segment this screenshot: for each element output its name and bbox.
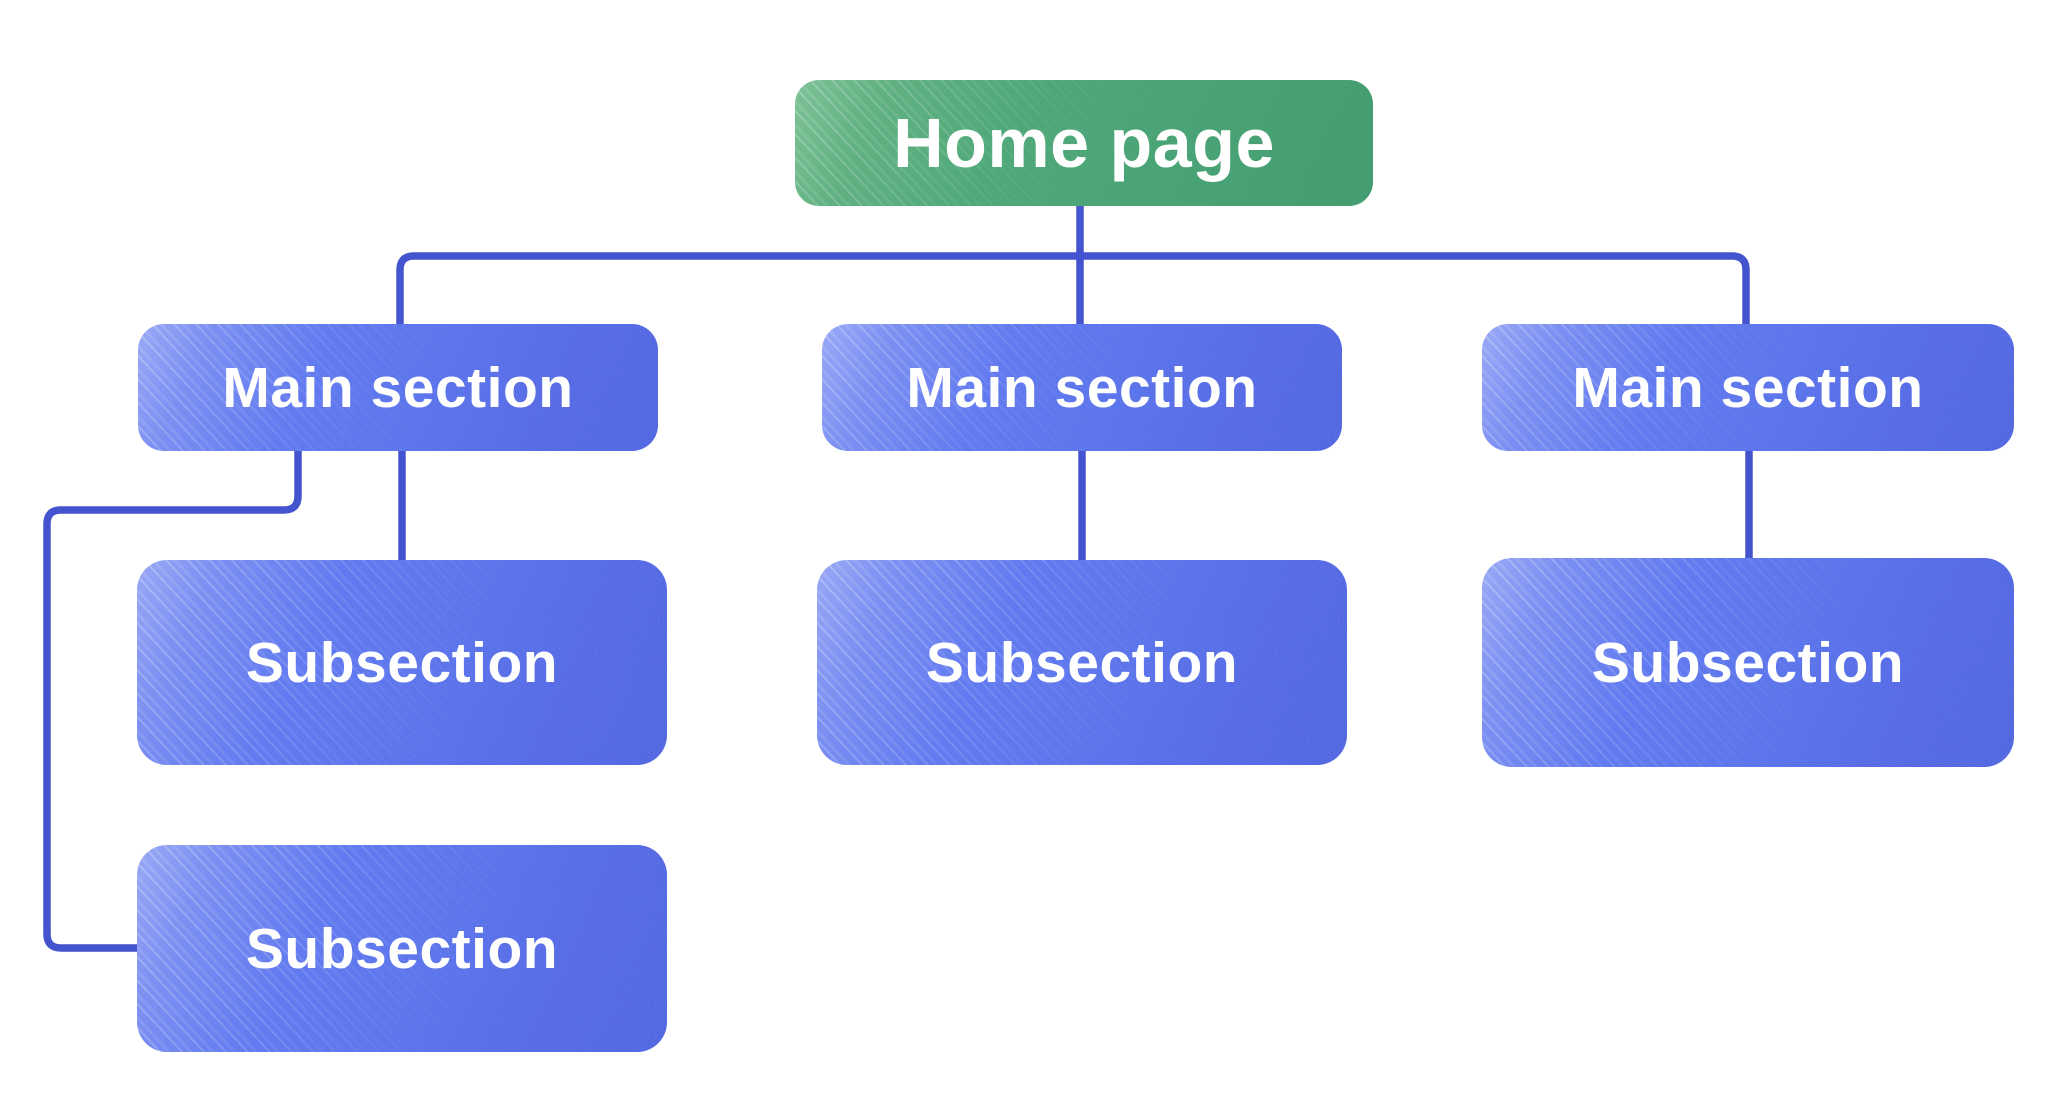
main-section-2-label: Main section <box>906 355 1258 420</box>
home-page-node: Home page <box>795 80 1373 206</box>
subsection-3-1-label: Subsection <box>1591 630 1905 695</box>
main-section-1-node: Main section <box>138 324 658 451</box>
subsection-1-2-node: Subsection <box>137 845 667 1052</box>
connector-home-bar <box>396 252 1750 330</box>
subsection-2-1-label: Subsection <box>925 630 1239 695</box>
main-section-2-node: Main section <box>822 324 1342 451</box>
home-page-label: Home page <box>893 104 1275 182</box>
subsection-2-1-node: Subsection <box>817 560 1347 765</box>
main-section-3-label: Main section <box>1572 355 1924 420</box>
subsection-1-1-node: Subsection <box>137 560 667 765</box>
main-section-3-node: Main section <box>1482 324 2014 451</box>
connector-main1-to-sub12 <box>43 446 302 952</box>
subsection-1-1-label: Subsection <box>245 630 559 695</box>
subsection-1-2-label: Subsection <box>245 916 559 981</box>
main-section-1-label: Main section <box>222 355 574 420</box>
subsection-3-1-node: Subsection <box>1482 558 2014 767</box>
